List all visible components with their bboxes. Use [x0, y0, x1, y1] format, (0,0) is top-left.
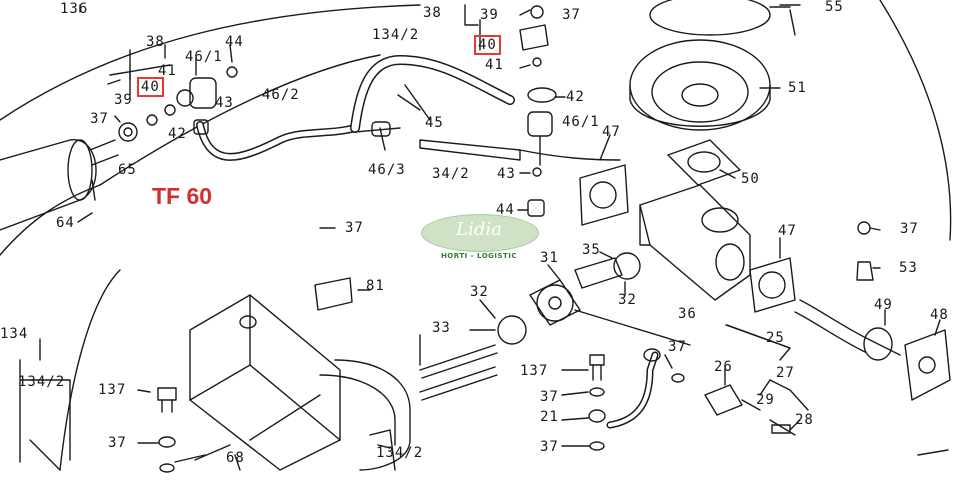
callout-136: 136 — [60, 1, 89, 17]
pipe-34-2-lower — [369, 429, 396, 471]
callout-48: 48 — [930, 307, 949, 323]
callout-50: 50 — [741, 171, 760, 187]
callout-37-mid-a: 37 — [540, 389, 559, 405]
logo-oval — [421, 214, 539, 252]
callout-81: 81 — [366, 278, 385, 294]
callout-25: 25 — [766, 330, 785, 346]
callout-37-right: 37 — [562, 7, 581, 23]
callout-34-2-upper: 34/2 — [432, 166, 470, 182]
callout-38-right: 38 — [423, 5, 442, 21]
callout-28: 28 — [795, 412, 814, 428]
callout-43-right: 43 — [497, 166, 516, 182]
callout-32-right: 32 — [618, 292, 637, 308]
tee-fitting-46-3 — [354, 127, 401, 151]
flange-51 — [629, 39, 771, 131]
callout-39-left: 39 — [114, 92, 133, 108]
callout-55: 55 — [825, 0, 844, 15]
gasket-47-top — [579, 164, 629, 226]
callout-51: 51 — [788, 80, 807, 96]
callout-46-1-left: 46/1 — [185, 49, 223, 65]
bolt-137-left — [157, 387, 177, 401]
callout-33: 33 — [432, 320, 451, 336]
callout-32-left: 32 — [470, 284, 489, 300]
callout-29: 29 — [756, 392, 775, 408]
rods-33 — [419, 344, 498, 401]
callout-47-top: 47 — [602, 124, 621, 140]
callout-44-left: 44 — [225, 34, 244, 50]
callout-42-right: 42 — [566, 89, 585, 105]
valve-body-36 — [639, 184, 751, 301]
callout-40-right-highlighted: 40 — [474, 35, 501, 55]
hose-34-2-upper — [419, 139, 521, 161]
callout-35: 35 — [582, 242, 601, 258]
connector-26 — [704, 384, 743, 416]
logo-word: Lidia — [456, 219, 502, 240]
callout-137-left: 137 — [98, 382, 127, 398]
callout-40-left-highlighted: 40 — [137, 77, 164, 97]
callout-37-mid: 37 — [345, 220, 364, 236]
callout-37-far-right: 37 — [900, 221, 919, 237]
callout-47-right: 47 — [778, 223, 797, 239]
callout-43-left: 43 — [215, 95, 234, 111]
callout-68: 68 — [226, 450, 245, 466]
callout-44-right: 44 — [496, 202, 515, 218]
callout-46-3: 46/3 — [368, 162, 406, 178]
callout-134: 134 — [0, 326, 29, 342]
plate-81 — [314, 277, 353, 311]
ring-plate — [649, 0, 771, 36]
end-cap-48 — [904, 329, 951, 401]
lidia-logo: Lidia HORTI - LOGISTIC — [421, 214, 539, 260]
callout-31: 31 — [540, 250, 559, 266]
callout-42-left: 42 — [168, 126, 187, 142]
callout-37-mid-b: 37 — [540, 439, 559, 455]
callout-45: 45 — [425, 115, 444, 131]
callout-134-2-top: 134/2 — [372, 27, 420, 43]
callout-27: 27 — [776, 365, 795, 381]
callout-26: 26 — [714, 359, 733, 375]
callout-21: 21 — [540, 409, 559, 425]
callout-49: 49 — [874, 297, 893, 313]
callout-37-elbow: 37 — [668, 339, 687, 355]
callout-39-right: 39 — [480, 7, 499, 23]
callout-38-left: 38 — [146, 34, 165, 50]
callout-137-mid: 137 — [520, 363, 549, 379]
bolt-137-mid — [589, 354, 605, 366]
callout-64: 64 — [56, 215, 75, 231]
callout-65: 65 — [118, 162, 137, 178]
logo-subtitle: HORTI - LOGISTIC — [440, 252, 518, 260]
rod-49 — [799, 299, 901, 356]
gasket-50 — [667, 139, 741, 186]
callout-36: 36 — [678, 306, 697, 322]
frame-outline — [0, 4, 421, 121]
callout-46-1-right: 46/1 — [562, 114, 600, 130]
callout-41-right: 41 — [485, 57, 504, 73]
callout-37-lower-left: 37 — [108, 435, 127, 451]
callout-41-left: 41 — [158, 63, 177, 79]
fitting-46-1-left — [189, 77, 217, 109]
callout-37-left: 37 — [90, 111, 109, 127]
gasket-47-right — [749, 257, 796, 313]
fitting-40-right — [519, 24, 549, 51]
callout-134-2-bottom: 134/2 — [376, 445, 424, 461]
callout-46-2: 46/2 — [262, 87, 300, 103]
tank-block — [189, 294, 341, 471]
callout-134-2-left: 134/2 — [18, 374, 66, 390]
model-title: TF 60 — [152, 183, 213, 209]
callout-53: 53 — [899, 260, 918, 276]
filter-cylinder — [0, 139, 97, 231]
